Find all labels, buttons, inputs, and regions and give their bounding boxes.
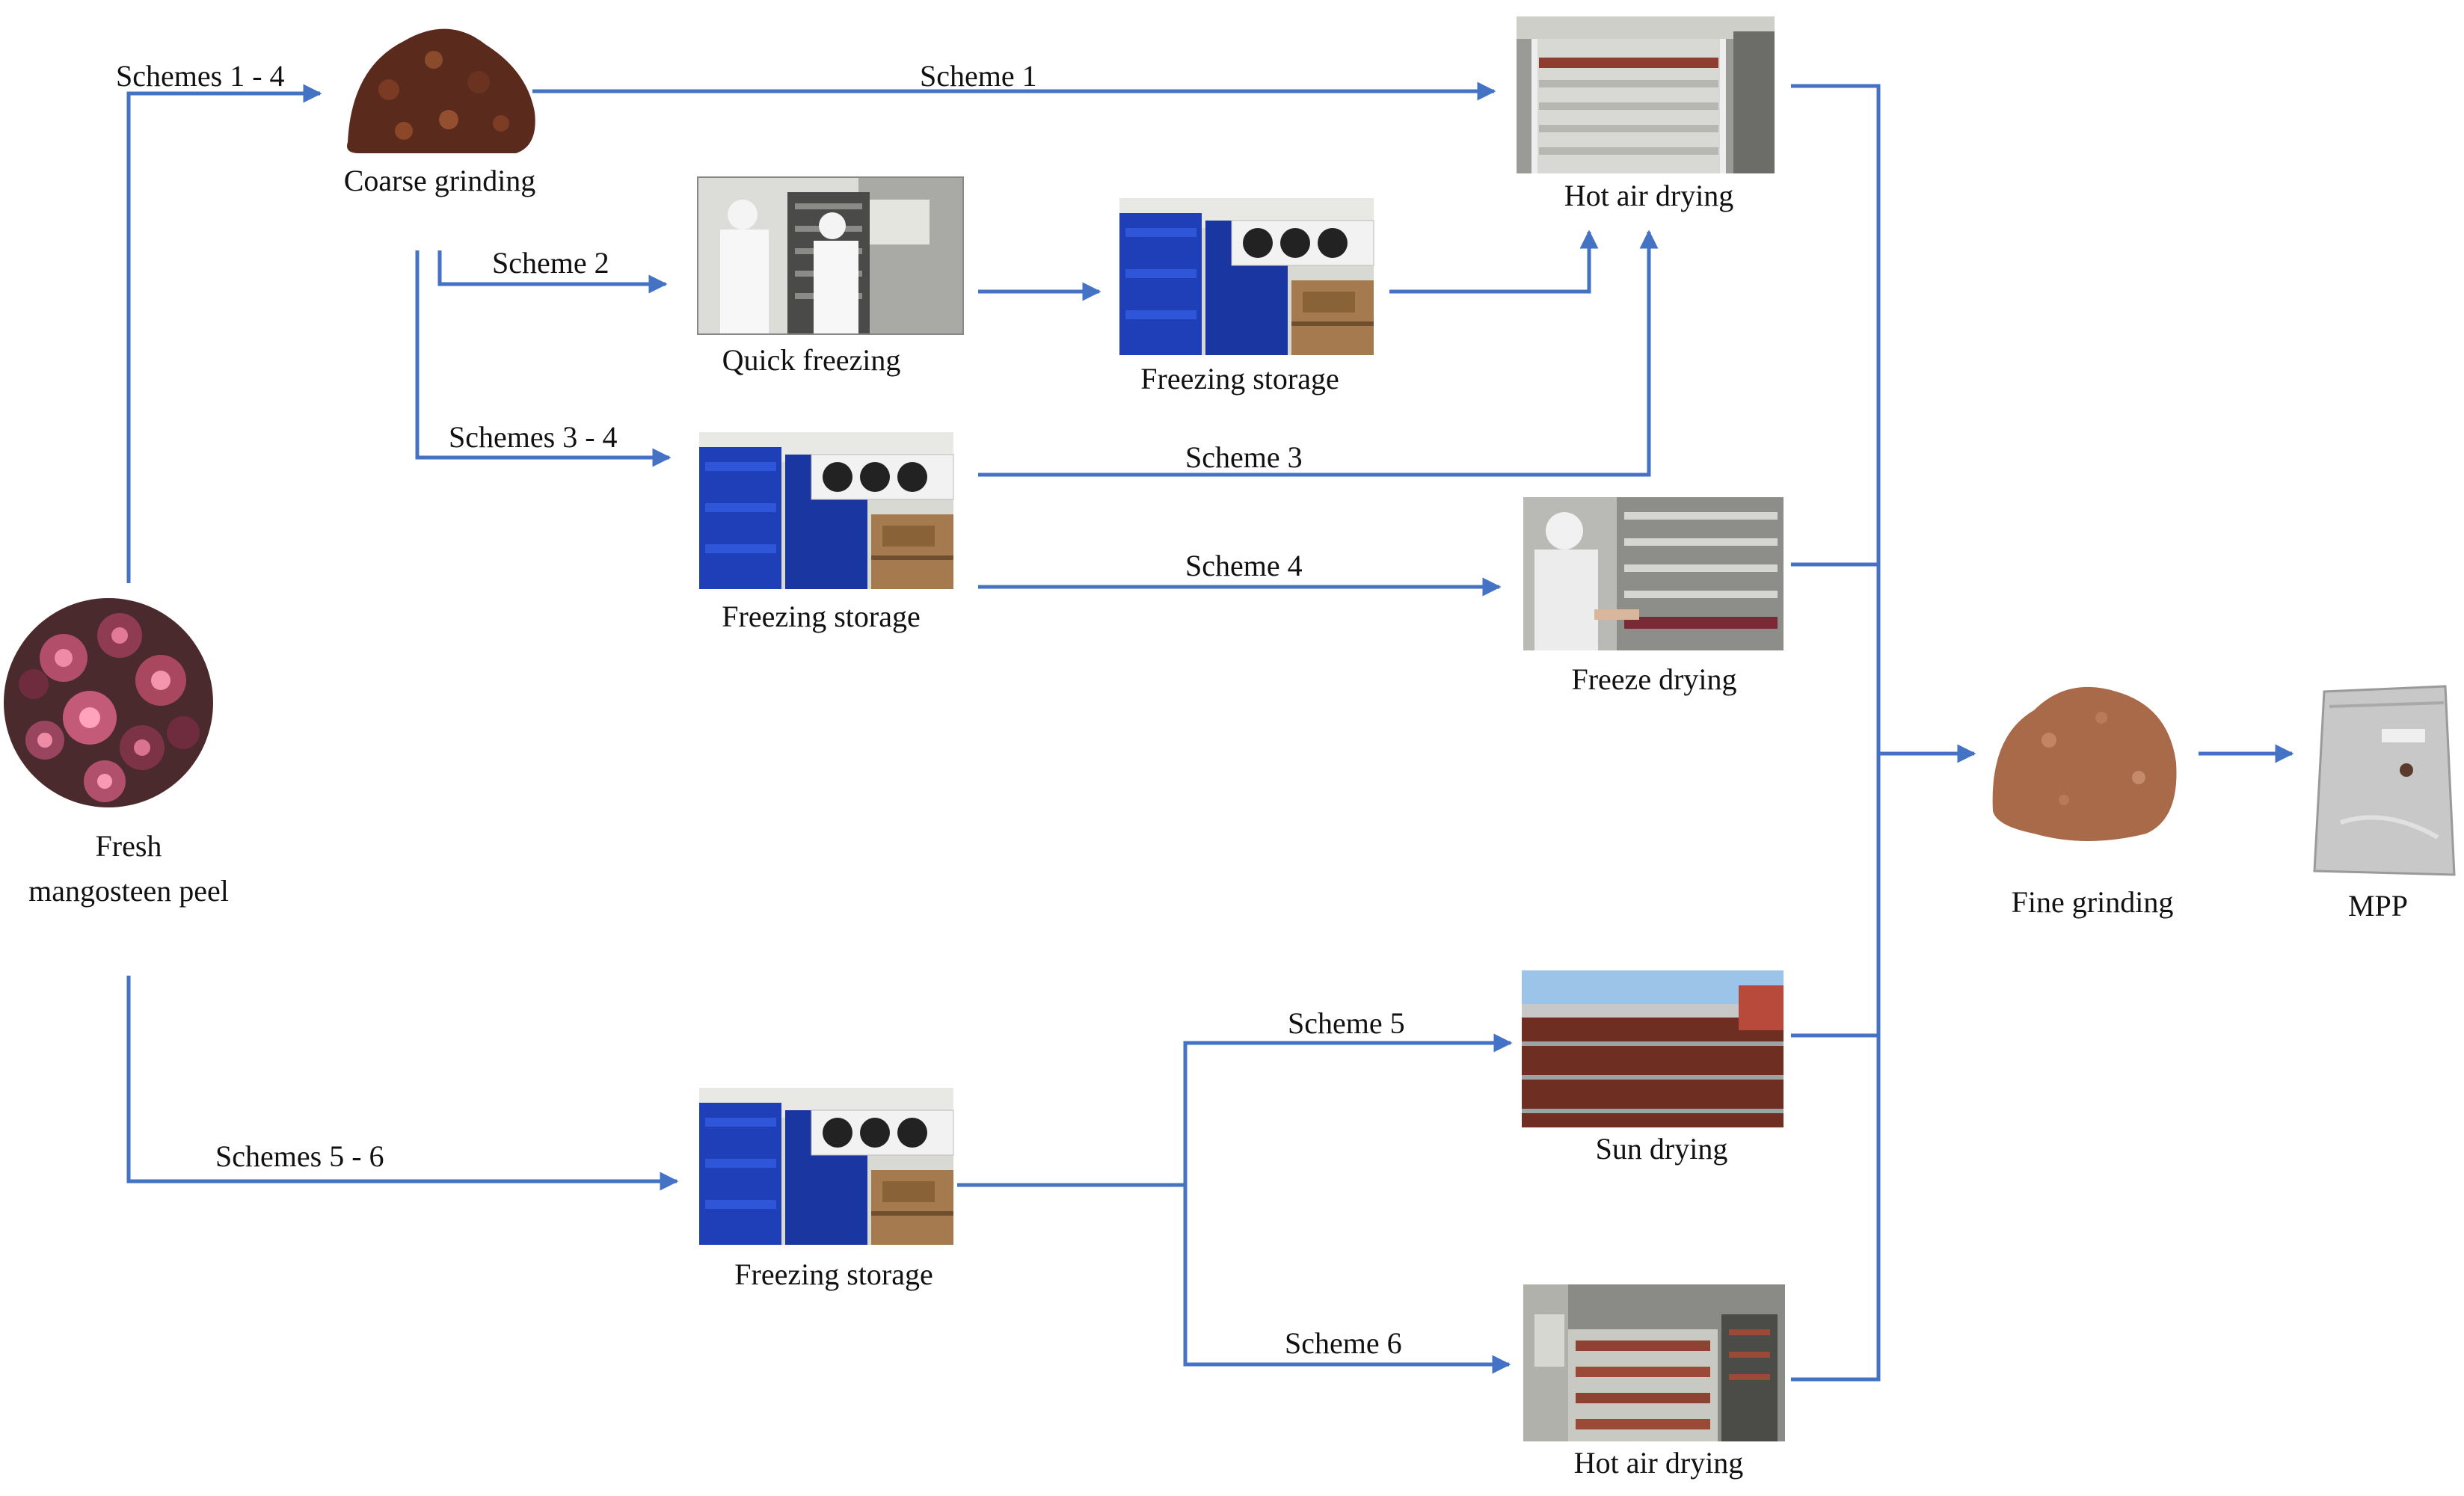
edge-fresh-to-coarse bbox=[126, 84, 322, 583]
label-hot-air-drying-top: Hot air drying bbox=[1564, 179, 1734, 212]
label-sun-drying: Sun drying bbox=[1596, 1132, 1728, 1166]
hot-air-dryer-photo bbox=[1523, 1284, 1785, 1441]
label-fine-grinding: Fine grinding bbox=[2012, 885, 2174, 919]
mangosteen-peel-pile-icon bbox=[4, 598, 213, 807]
freeze-dryer-photo bbox=[1523, 497, 1784, 650]
label-quick-freezing: Quick freezing bbox=[722, 343, 901, 377]
label-mpp: MPP bbox=[2348, 889, 2408, 923]
node-labels: Fresh mangosteen peel Coarse grinding Qu… bbox=[28, 164, 2408, 1480]
label-freezing-storage-s56: Freezing storage bbox=[734, 1258, 933, 1291]
hot-air-dryer-photo bbox=[1517, 16, 1775, 173]
label-freezing-storage-s2: Freezing storage bbox=[1140, 362, 1339, 395]
label-freezing-storage-s34: Freezing storage bbox=[722, 600, 920, 633]
label-scheme-1: Scheme 1 bbox=[920, 59, 1037, 93]
label-scheme-2: Scheme 2 bbox=[492, 246, 609, 280]
label-schemes-1-4: Schemes 1 - 4 bbox=[116, 59, 285, 93]
ground-peel-pile-icon bbox=[347, 28, 535, 154]
label-fresh-line1: Fresh bbox=[96, 829, 162, 863]
cold-storage-room-photo bbox=[698, 431, 954, 590]
cold-storage-room-photo bbox=[698, 1087, 954, 1246]
edge-scheme-3 bbox=[978, 230, 1659, 477]
label-fresh-line2: mangosteen peel bbox=[28, 874, 229, 908]
edge-storage-to-hotair bbox=[1389, 230, 1599, 294]
edge-labels: Schemes 1 - 4 Scheme 1 Scheme 2 Schemes … bbox=[116, 59, 1405, 1360]
edge-collect-hotair-top bbox=[1791, 84, 1881, 1382]
label-scheme-5: Scheme 5 bbox=[1288, 1006, 1405, 1040]
label-scheme-6: Scheme 6 bbox=[1285, 1326, 1402, 1360]
edge-scheme-2 bbox=[437, 250, 668, 294]
label-scheme-3: Scheme 3 bbox=[1185, 440, 1303, 474]
cold-storage-room-photo bbox=[1119, 197, 1374, 356]
foil-package-icon bbox=[2313, 685, 2456, 876]
fine-powder-pile-icon bbox=[1992, 686, 2177, 841]
edge-scheme-5 bbox=[1183, 1033, 1513, 1185]
edge-schemes-5-6 bbox=[126, 976, 679, 1191]
quick-freezer-photo bbox=[697, 176, 964, 335]
label-schemes-5-6: Schemes 5 - 6 bbox=[215, 1139, 384, 1173]
label-hot-air-drying-bottom: Hot air drying bbox=[1574, 1446, 1744, 1480]
label-scheme-4: Scheme 4 bbox=[1185, 549, 1303, 582]
label-coarse-grinding: Coarse grinding bbox=[344, 164, 536, 197]
connectors bbox=[126, 81, 2294, 1382]
label-freeze-drying: Freeze drying bbox=[1571, 662, 1736, 696]
edge-scheme-6 bbox=[1183, 1185, 1511, 1374]
sun-drying-yard-photo bbox=[1522, 970, 1784, 1127]
label-schemes-3-4: Schemes 3 - 4 bbox=[449, 420, 618, 454]
edge-schemes-3-4 bbox=[415, 250, 672, 467]
